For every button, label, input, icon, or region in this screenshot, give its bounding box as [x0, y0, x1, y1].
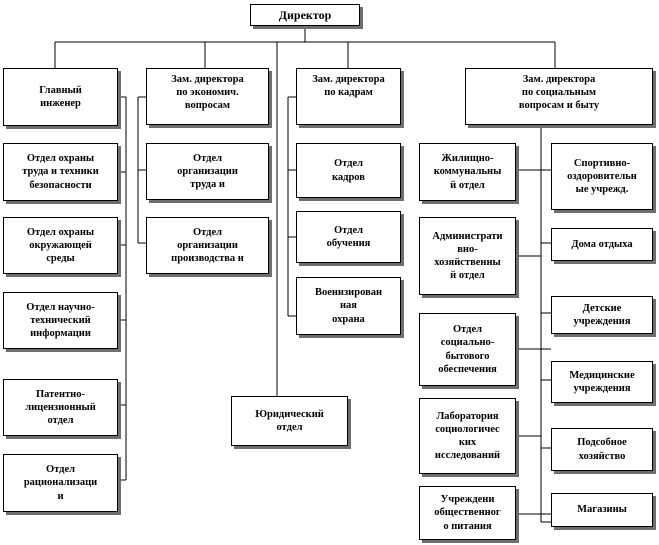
unit-training: Отдел обучения	[296, 211, 401, 263]
unit-shops: Магазины	[551, 493, 653, 527]
unit-environment: Отдел охраны окружающей среды	[3, 217, 118, 274]
unit-rationalization: Отдел рационализаци и	[3, 454, 118, 512]
director-box: Директор	[250, 4, 360, 26]
unit-hr: Отдел кадров	[296, 143, 401, 198]
deputy-hr-box: Зам. директора по кадрам	[296, 68, 401, 125]
deputy-economics-box: Зам. директора по экономич. вопросам	[146, 68, 269, 125]
unit-admin-household: Администрати вно- хозяйственны й отдел	[419, 217, 516, 295]
unit-labor-org: Отдел организации труда и	[146, 143, 269, 200]
unit-social-provision: Отдел социально- бытового обеспечения	[419, 313, 516, 386]
unit-catering: Учреждени общественног о питания	[419, 486, 516, 540]
chief-engineer-box: Главный инженер	[3, 68, 118, 126]
unit-auxiliary-farm: Подсобное хозяйство	[551, 428, 653, 471]
unit-patent: Патентно- лицензионный отдел	[3, 379, 118, 436]
unit-labor-safety: Отдел охраны труда и техники безопасност…	[3, 143, 118, 201]
unit-sci-tech-info: Отдел научно- технический информации	[3, 292, 118, 349]
unit-medical: Медицинские учреждения	[551, 361, 653, 403]
unit-legal: Юридический отдел	[231, 396, 348, 446]
unit-sports: Спортивно- оздоровительн ые учрежд.	[551, 143, 653, 210]
unit-sociology-lab: Лаборатория социологичес ких исследовани…	[419, 398, 516, 474]
unit-security: Военизирован ная охрана	[296, 277, 401, 335]
unit-rest-homes: Дома отдыха	[551, 228, 653, 261]
deputy-social-box: Зам. директора по социальным вопросам и …	[465, 68, 653, 125]
unit-production-org: Отдел организации производства и	[146, 217, 269, 274]
unit-children: Детские учреждения	[551, 296, 653, 334]
unit-housing: Жилищно- коммунальны й отдел	[419, 143, 516, 201]
